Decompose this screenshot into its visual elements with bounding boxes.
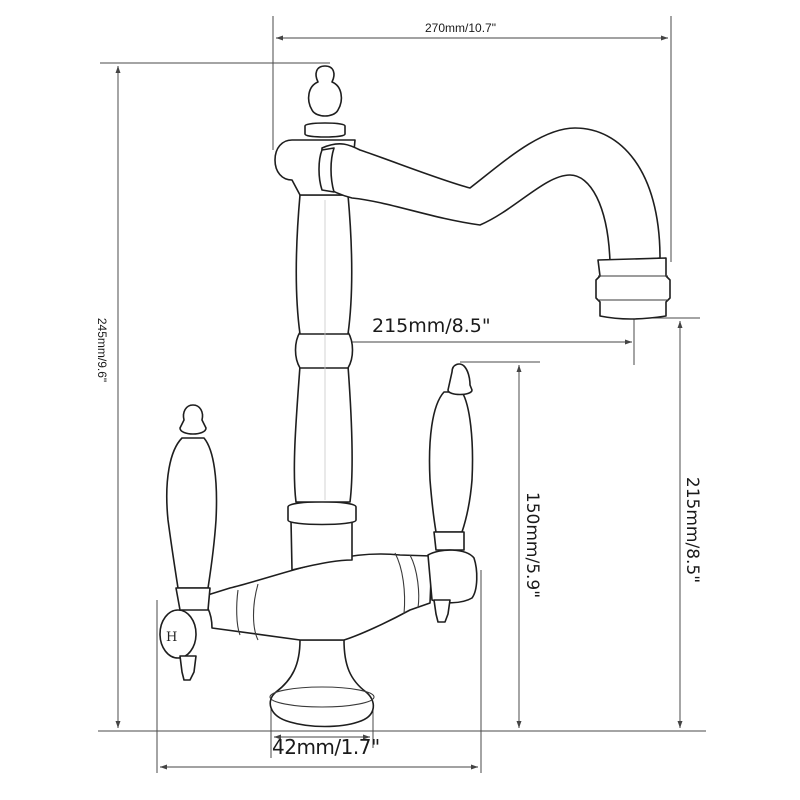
head-collar <box>304 122 346 138</box>
spout-height-label: 215mm/8.5" <box>682 476 702 584</box>
spout-reach-label: 215mm/8.5" <box>372 315 491 337</box>
right-handle-lever <box>428 391 474 533</box>
column-knuckle <box>294 331 354 369</box>
column-upper <box>293 365 353 503</box>
dimension-lines <box>98 16 706 773</box>
left-handle-base <box>175 587 211 611</box>
hot-marking: H <box>166 630 177 645</box>
right-valve-stem <box>433 599 451 623</box>
right-handle-base <box>433 531 465 551</box>
column-top-section <box>295 194 353 335</box>
left-valve-cap <box>159 609 197 659</box>
right-valve-body <box>427 549 478 604</box>
finial <box>307 65 343 117</box>
overall-reach-label: 270mm/10.7" <box>425 21 496 35</box>
handle-height-label: 150mm/5.9" <box>522 491 542 599</box>
spout-collar <box>318 147 335 193</box>
overall-height-label: 245mm/9.6" <box>95 317 109 383</box>
column-lower <box>290 519 353 571</box>
spout <box>321 127 661 263</box>
left-valve-stem <box>179 655 197 681</box>
left-handle-lever <box>165 437 218 589</box>
column-collar <box>287 500 357 526</box>
aerator <box>595 257 671 320</box>
crossbar-body <box>197 553 433 641</box>
base-diameter-label: 42mm/1.7" <box>272 735 380 759</box>
right-handle-tip <box>447 363 473 396</box>
faucet: H <box>159 65 671 728</box>
left-handle-tip <box>179 404 207 435</box>
faucet-base <box>269 639 375 728</box>
